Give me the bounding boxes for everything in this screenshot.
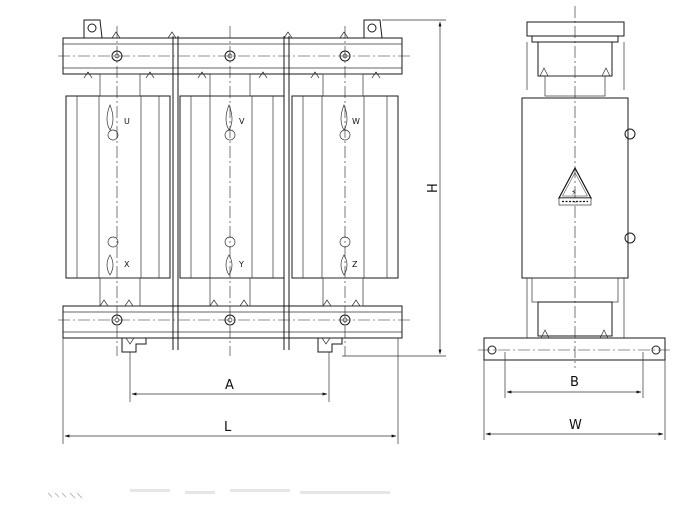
front-view: U X V Y — [58, 19, 410, 356]
lifting-lug-left — [83, 19, 103, 39]
side-base-plate — [483, 337, 666, 361]
lifting-lug-right — [363, 19, 383, 39]
dimension-a: A — [129, 352, 330, 402]
dimension-h: H — [342, 19, 446, 357]
dimension-l-label: L — [224, 420, 232, 435]
dimension-l: L — [62, 338, 399, 444]
terminal-label-y: Y — [238, 260, 244, 269]
dimension-h-label: H — [426, 183, 441, 193]
terminal-label-z: Z — [352, 260, 358, 269]
dimension-a-label: A — [225, 378, 234, 393]
scan-artifacts — [47, 489, 390, 499]
terminal-label-x: X — [124, 260, 130, 269]
lower-clamp-beam — [62, 305, 403, 339]
dimension-b-label: B — [570, 375, 579, 390]
side-view: ⚡ — [478, 6, 672, 368]
foot-left — [121, 338, 147, 353]
warning-sign-symbol: ⚡ — [571, 188, 577, 197]
coil-phase-2: V Y — [179, 73, 285, 307]
coil-phase-1: U X — [65, 73, 171, 307]
dimension-w: W — [483, 360, 666, 440]
foot-right — [317, 338, 343, 353]
dimension-b: B — [504, 352, 644, 398]
terminal-label-v: V — [239, 117, 245, 126]
dimension-w-label: W — [569, 418, 582, 433]
terminal-label-w: W — [352, 117, 360, 126]
terminal-label-u: U — [124, 117, 130, 126]
